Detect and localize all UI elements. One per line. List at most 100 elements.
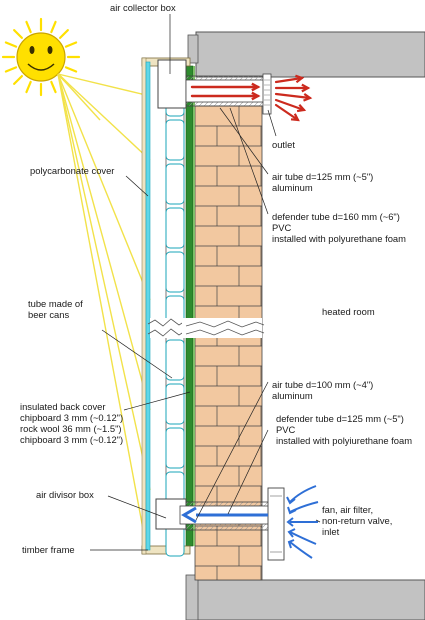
beer-can [165,383,185,425]
label-air-tube-top-1: air tube d=125 mm (~5") [272,171,373,182]
label-air-tube-top-2: aluminum [272,182,313,193]
cold-air-arrow-head [181,506,197,524]
outlet-air-arrow-1 [274,76,304,84]
insulated-back-cover [185,65,194,547]
sun-ray [25,80,32,94]
ceiling-slab [195,31,425,78]
sun-left-eye [29,46,35,54]
label-beer-cans-1: tube made of [28,298,83,309]
wall-break-line-top [185,320,265,328]
label-insulation-3: rock wool 36 mm (~1.5") [20,423,122,434]
sun-ray [50,20,57,34]
label-fan-3: inlet [322,526,340,537]
floor-slab [195,579,425,620]
outlet-air-arrow-4-head [296,104,307,113]
floor-slab-lip [185,574,199,620]
outlet-grille-slats [264,79,270,106]
label-air-collector-box: air collector box [110,2,176,13]
sun-ray [58,29,69,40]
label-insulation-4: chipboard 3 mm (~0.12") [20,434,123,445]
solar-ray [57,73,151,411]
fan-unit [267,487,285,561]
solar-rays [57,73,151,546]
outlet-air-arrow-2-head [301,83,311,93]
label-beer-cans-2: beer cans [28,309,69,320]
polycarbonate-cover [145,61,151,551]
air-collector-box [157,59,187,109]
label-insulation-2: chipboard 3 mm (~0.12") [20,412,123,423]
beer-can [165,207,185,249]
sun-face [16,32,66,82]
sun-right-eye [47,46,53,54]
inlet-arrow-3-head [286,517,294,527]
sun-ray [4,41,18,48]
sun-smile [27,63,55,71]
label-defender-bottom-3: installed with polyiurethane foam [276,435,412,446]
leader-polycarbonate [125,175,149,197]
leader-defender-top [229,107,269,215]
beer-can [165,427,185,469]
inlet-arrow-1-head [286,496,296,505]
leader-air-tube-bottom [195,381,269,521]
leader-outlet [267,109,277,137]
sun-ray [25,20,32,34]
label-defender-top-3: installed with polyurethane foam [272,233,406,244]
label-insulation-1: insulated back cover [20,401,105,412]
sun-ray [64,66,78,73]
hot-air-arrow-lower-head [251,91,261,101]
label-polycarbonate-cover: polycarbonate cover [30,165,114,176]
inlet-arrow-4-head [287,528,296,538]
insulation-edge [193,66,195,546]
label-defender-bottom-2: PVC [276,424,296,435]
label-air-tube-bottom-2: aluminum [272,390,313,401]
beer-can [165,163,185,205]
leader-beer-cans [101,329,173,379]
solar-ray [57,73,147,546]
label-heated-room: heated room [322,306,375,317]
label-defender-bottom-1: defender tube d=125 mm (~5") [276,413,404,424]
outlet-air-arrow-5-head [290,113,300,122]
leader-fan [315,519,321,523]
solar-ray [57,73,151,491]
outlet-grille [262,73,272,115]
label-timber-frame: timber frame [22,544,75,555]
wall-break-line-bottom [185,328,265,336]
leader-divisor [107,495,167,519]
label-fan-1: fan, air filter, [322,504,373,515]
outlet-air-arrow-3 [274,92,312,100]
outlet-air-arrow-5 [274,103,300,122]
hot-air-arrow-upper-head [251,82,261,92]
solar-ray [57,73,101,121]
leader-insulation [123,391,191,411]
sun-icon [1,17,81,97]
break-line-top [147,318,188,327]
leader-defender-bottom [227,429,269,515]
sun-ray [13,29,24,40]
label-fan-2: non-return valve, [322,515,392,526]
leader-air-tube-top [219,107,269,175]
solar-ray [57,73,151,97]
hot-air-arrows [190,74,313,122]
solar-ray [57,73,151,301]
break-line-bottom [147,328,188,337]
sun-ray [4,66,18,73]
ceiling-slab-lip [187,34,199,64]
beer-can-tube [165,65,185,557]
inlet-arrow-5 [289,541,313,559]
sun-ray [50,80,57,94]
outlet-air-arrow-4 [274,98,306,112]
inlet-arrow-5-head [287,539,295,549]
label-outlet: outlet [272,139,295,150]
beer-can [165,119,185,161]
label-air-divisor-box: air divisor box [36,489,94,500]
label-defender-top-1: defender tube d=160 mm (~6") [272,211,400,222]
beer-can [165,339,185,381]
sun-ray [13,74,24,85]
cold-air-arrows [181,485,319,559]
beer-can [165,251,185,293]
solar-ray [57,73,151,161]
outlet-air-arrow-3-head [303,93,313,102]
wall-break-gap [182,318,262,338]
